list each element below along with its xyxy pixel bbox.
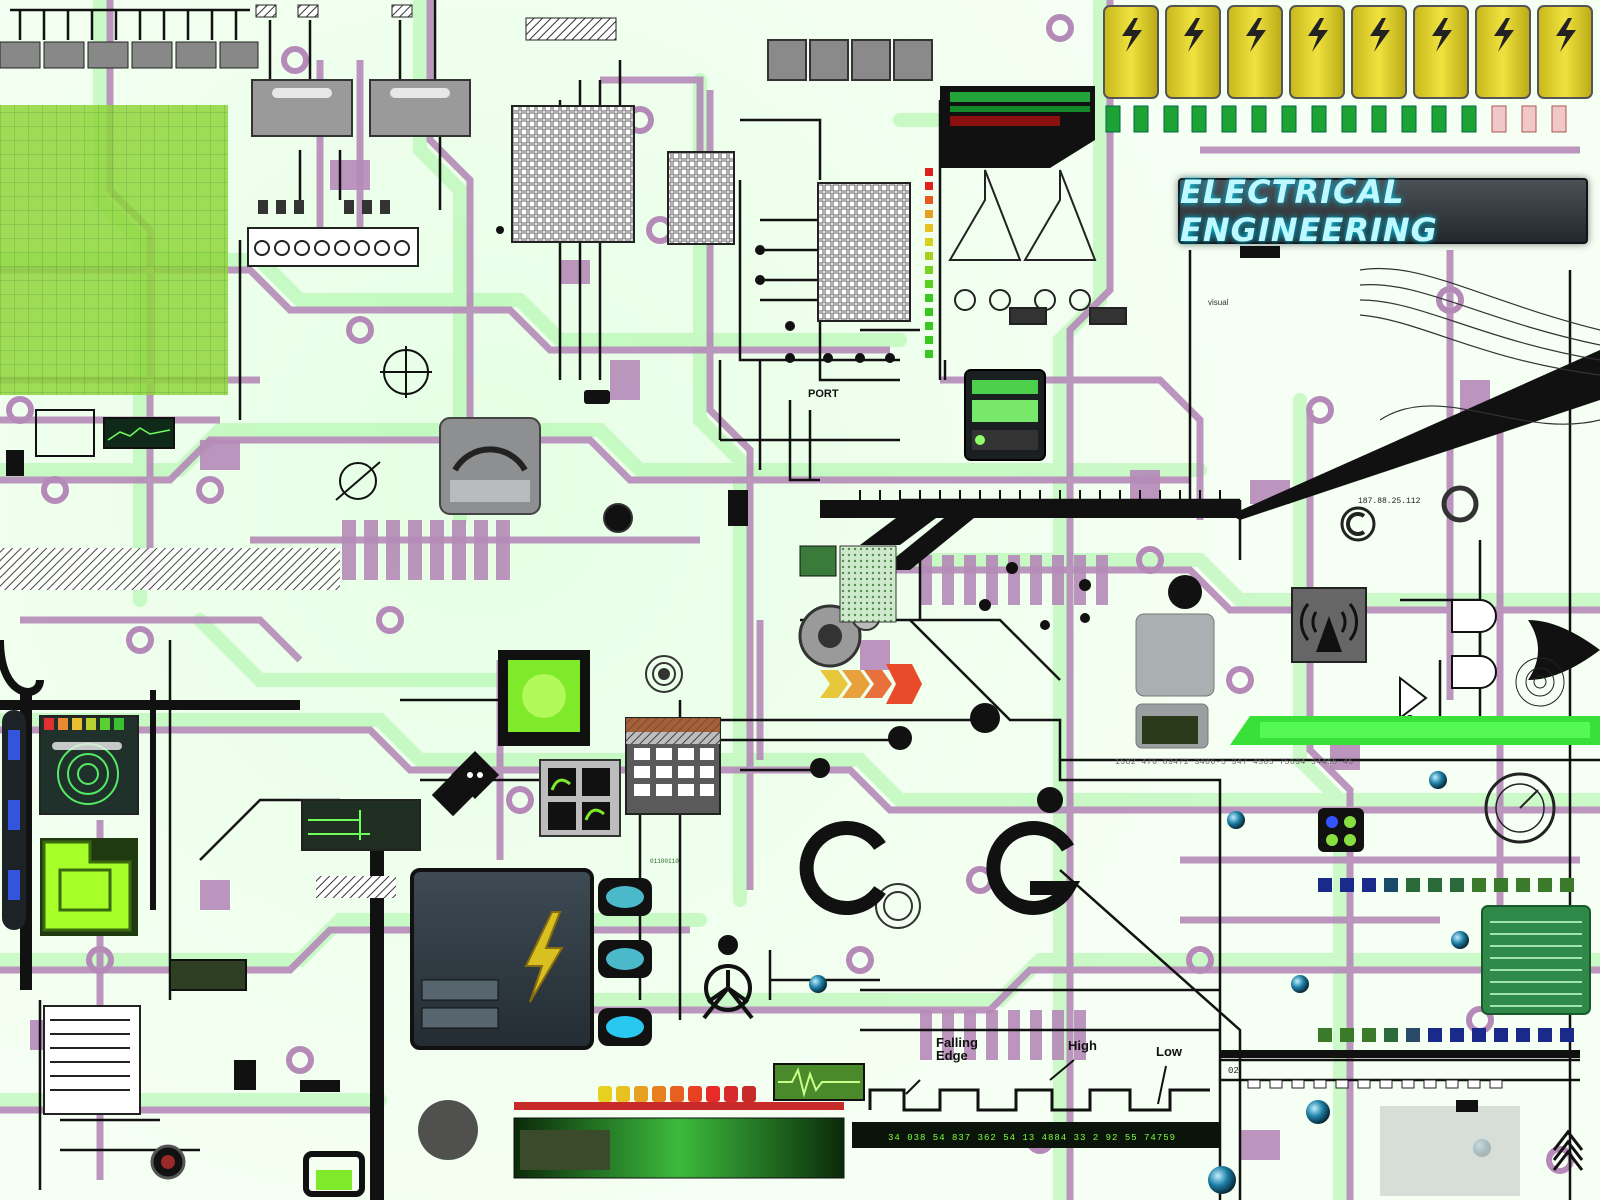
small-green-chip bbox=[169, 959, 247, 991]
battery-lightning-icon bbox=[1351, 5, 1407, 99]
traffic-light-icon bbox=[1318, 808, 1364, 852]
hatch-chip bbox=[316, 876, 396, 898]
digit-bar bbox=[852, 1122, 1220, 1148]
battery-row bbox=[1103, 5, 1593, 99]
y-valve bbox=[702, 935, 754, 1020]
cell-strip bbox=[0, 41, 259, 69]
hatched-band bbox=[0, 548, 340, 590]
keypad-panel bbox=[625, 717, 721, 815]
lightning-bolt-icon bbox=[524, 911, 564, 1003]
data-table-panel bbox=[1481, 905, 1591, 1015]
power-panel bbox=[410, 868, 594, 1050]
ring-icon bbox=[1441, 485, 1479, 523]
green-circuit-board bbox=[40, 838, 138, 936]
green-device bbox=[964, 369, 1046, 461]
wire-bundle bbox=[1359, 267, 1600, 425]
title-text: ELECTRICAL ENGINEERING bbox=[1180, 173, 1438, 249]
logic-gates bbox=[1399, 599, 1497, 721]
small-scope bbox=[35, 409, 175, 457]
osc-screen-1 bbox=[301, 799, 421, 851]
crosshair bbox=[335, 346, 432, 501]
or-gate bbox=[1528, 620, 1600, 680]
high-label: High bbox=[1068, 1038, 1097, 1053]
perfboard-3 bbox=[817, 182, 911, 322]
vias bbox=[496, 226, 1415, 813]
small-black-blocks bbox=[6, 246, 1478, 1112]
bottom-left-knob bbox=[150, 1144, 186, 1180]
radar-panel bbox=[39, 715, 139, 815]
digit-readout: 34 038 54 837 362 54 13 4884 33 2 92 55 … bbox=[888, 1133, 1177, 1143]
green-monitor bbox=[498, 650, 590, 746]
c-letters bbox=[799, 821, 1081, 915]
battery-lightning-icon bbox=[1537, 5, 1593, 99]
thick-bars bbox=[0, 350, 1600, 1200]
circled-c-icon bbox=[1340, 506, 1376, 542]
battery-lightning-icon bbox=[1165, 5, 1221, 99]
hanging-lamps bbox=[948, 169, 1127, 325]
visual-caption: visual bbox=[1208, 298, 1229, 307]
level-column bbox=[925, 168, 933, 358]
cyan-buttons bbox=[598, 878, 652, 1046]
target-rings bbox=[603, 503, 921, 929]
gray-chips bbox=[767, 39, 933, 81]
square-row-1 bbox=[1318, 878, 1574, 892]
circular-gauge bbox=[1484, 657, 1565, 844]
black-hook bbox=[0, 639, 44, 696]
gray-modules bbox=[251, 79, 471, 137]
page-title: ELECTRICAL ENGINEERING bbox=[1178, 173, 1588, 249]
green-long-bar bbox=[513, 1117, 845, 1179]
green-fill bbox=[316, 1170, 352, 1190]
binary-code: 01100110 bbox=[650, 858, 679, 865]
radio-tower-icon bbox=[1291, 587, 1367, 663]
numbered-box-strip bbox=[1247, 1079, 1503, 1089]
battery-lightning-icon bbox=[1227, 5, 1283, 99]
tick-decoration bbox=[859, 490, 1221, 500]
counter-label: 02 bbox=[1228, 1066, 1239, 1076]
perfboard-1 bbox=[511, 105, 635, 243]
port-label: PORT bbox=[808, 388, 839, 400]
gauge-badge bbox=[439, 417, 541, 515]
gray-photo-box bbox=[1135, 613, 1215, 697]
square-row-2 bbox=[1318, 1028, 1574, 1042]
waveform-screen bbox=[773, 1063, 865, 1101]
battery-lightning-icon bbox=[1289, 5, 1345, 99]
falling-edge-label: Falling Edge bbox=[936, 1035, 978, 1063]
led-row bbox=[1105, 105, 1567, 133]
chevron-stack bbox=[1552, 1129, 1584, 1171]
perfboard-2 bbox=[667, 151, 735, 245]
dot-grid-panel bbox=[839, 545, 897, 623]
ip-readout: 187.88.25.112 bbox=[1358, 497, 1421, 506]
battery-lightning-icon bbox=[1475, 5, 1531, 99]
chevron-arrows bbox=[820, 664, 922, 704]
connector-block bbox=[43, 1005, 141, 1115]
connector-lines bbox=[50, 1019, 130, 1091]
number-strip: 1582 476 83472 3406-5 347 4565 75634 344… bbox=[1115, 758, 1354, 767]
bottom-led-row bbox=[514, 1086, 844, 1110]
pulse-waveform bbox=[868, 1059, 1210, 1112]
top-connectors bbox=[255, 4, 617, 41]
left-bar-rail bbox=[2, 710, 26, 930]
green-grid-panel bbox=[0, 105, 228, 395]
hollow-frame bbox=[303, 1151, 365, 1197]
speaker bbox=[418, 1100, 478, 1160]
battery-lightning-icon bbox=[1413, 5, 1469, 99]
green-glow-bar bbox=[1230, 716, 1600, 745]
meter-panel bbox=[940, 86, 1095, 168]
gray-block bbox=[1380, 1106, 1520, 1196]
battery-lightning-icon bbox=[1103, 5, 1159, 99]
green-chip bbox=[799, 545, 837, 577]
terminal-block bbox=[247, 200, 419, 267]
scribble-card bbox=[539, 759, 621, 837]
small-screen bbox=[1142, 716, 1198, 744]
low-label: Low bbox=[1156, 1044, 1182, 1059]
